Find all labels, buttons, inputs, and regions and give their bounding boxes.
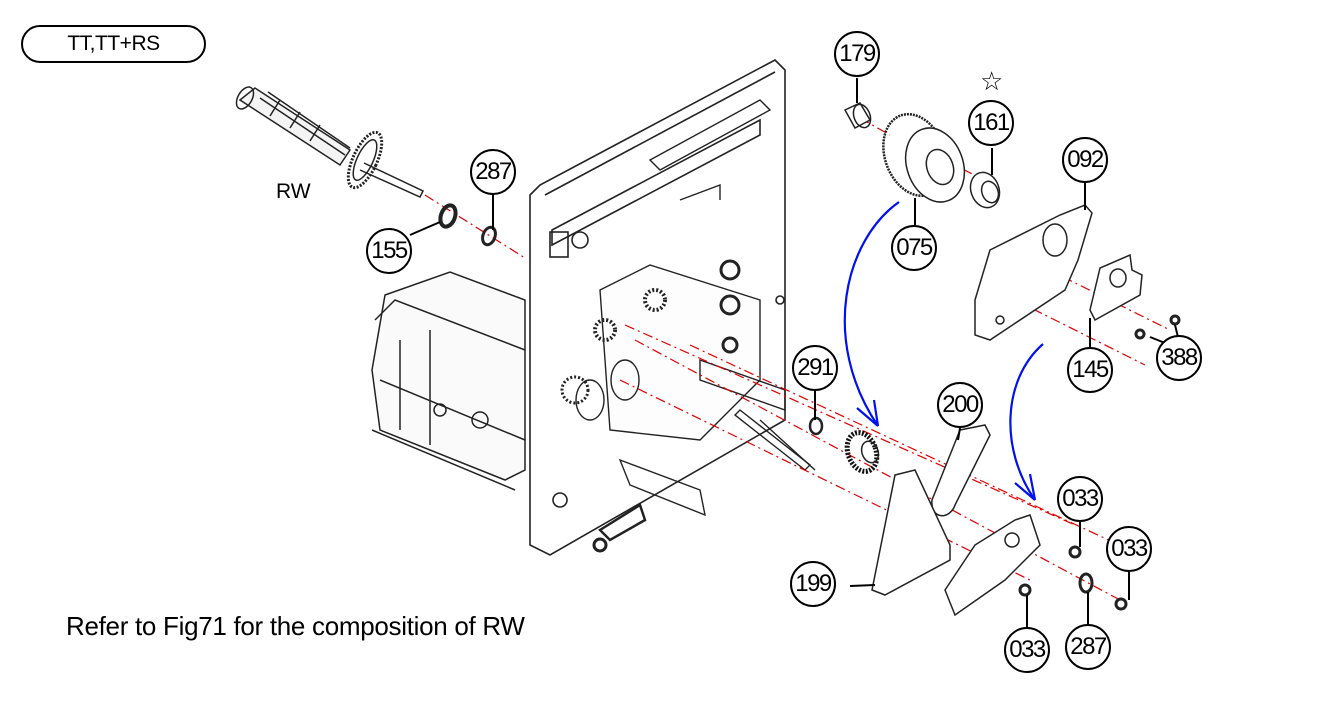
- flow-arrow-plate: [1009, 343, 1044, 501]
- reference-note: Refer to Fig71 for the composition of RW: [66, 611, 525, 641]
- callout-145[interactable]: 145: [1067, 347, 1113, 393]
- callout-291[interactable]: 291: [792, 345, 838, 391]
- drive-mechanism: [560, 99, 816, 553]
- callout-155[interactable]: 155: [366, 228, 412, 274]
- rw-assembly-label: RW: [276, 180, 311, 203]
- rw-roller-assembly: [235, 86, 425, 198]
- callout-388[interactable]: 388: [1156, 335, 1202, 381]
- callout-075[interactable]: 075: [891, 225, 937, 271]
- callout-033[interactable]: 033: [1004, 627, 1050, 673]
- callout-200[interactable]: 200: [937, 382, 983, 428]
- printhead-unit: [371, 271, 526, 491]
- callout-199[interactable]: 199: [790, 561, 836, 607]
- callout-033[interactable]: 033: [1057, 476, 1103, 522]
- assembly-flow-arrows: [843, 201, 1044, 501]
- callout-179[interactable]: 179: [834, 31, 880, 77]
- small-parts: [438, 102, 1181, 617]
- callout-033[interactable]: 033: [1106, 526, 1152, 572]
- star-icon: ☆: [980, 66, 1004, 96]
- callout-161[interactable]: 161: [968, 100, 1014, 146]
- callout-092[interactable]: 092: [1062, 137, 1108, 183]
- flow-arrow-pulley: [843, 201, 900, 427]
- leader-lines: [409, 78, 1179, 628]
- callout-287[interactable]: 287: [1065, 624, 1111, 670]
- variant-badge: TT,TT+RS: [21, 25, 206, 63]
- callout-287[interactable]: 287: [470, 149, 516, 195]
